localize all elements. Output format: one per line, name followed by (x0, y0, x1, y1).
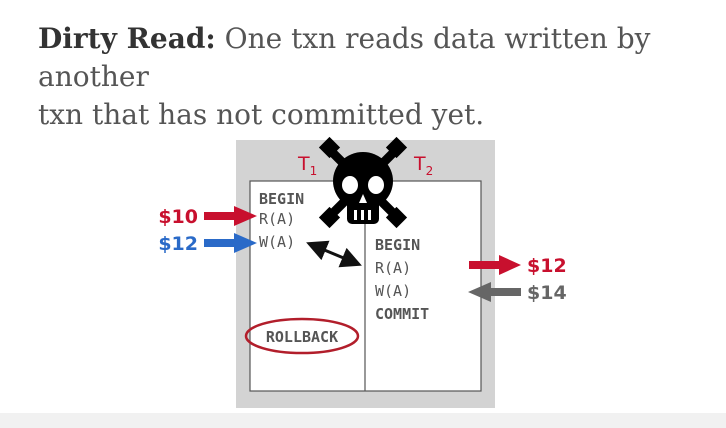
t1-op-read: R(A) (259, 210, 295, 228)
t1-op-rollback: ROLLBACK (266, 328, 338, 346)
dirty-read-link-arrow (306, 240, 362, 268)
t1-op-write: W(A) (259, 233, 295, 251)
t1-read-arrow-icon (204, 206, 257, 226)
txn-1-header: T1 (297, 153, 317, 178)
heading-term: Dirty Read: (38, 22, 216, 55)
slide-footer-bar (0, 413, 726, 428)
t2-read-arrow-icon (469, 255, 521, 275)
t2-op-commit: COMMIT (375, 305, 429, 323)
t2-read-value: $12 (527, 255, 567, 277)
t1-read-value: $10 (158, 206, 198, 228)
heading-definition: One txn reads data written by another (38, 22, 651, 93)
t2-op-write: W(A) (375, 282, 411, 300)
rollback-highlight-ellipse (244, 317, 360, 355)
heading-line-2: txn that has not committed yet. (38, 98, 485, 131)
t2-op-begin: BEGIN (375, 236, 420, 254)
t1-write-arrow-icon (204, 233, 257, 253)
heading-line-1: Dirty Read: One txn reads data written b… (38, 20, 708, 96)
t2-write-arrow-icon (468, 282, 521, 302)
t1-op-begin: BEGIN (259, 190, 304, 208)
t2-write-value: $14 (527, 282, 567, 304)
slide-heading: Dirty Read: One txn reads data written b… (38, 20, 708, 134)
t2-op-read: R(A) (375, 259, 411, 277)
t1-write-value: $12 (158, 233, 198, 255)
txn-2-header: T2 (413, 153, 433, 178)
